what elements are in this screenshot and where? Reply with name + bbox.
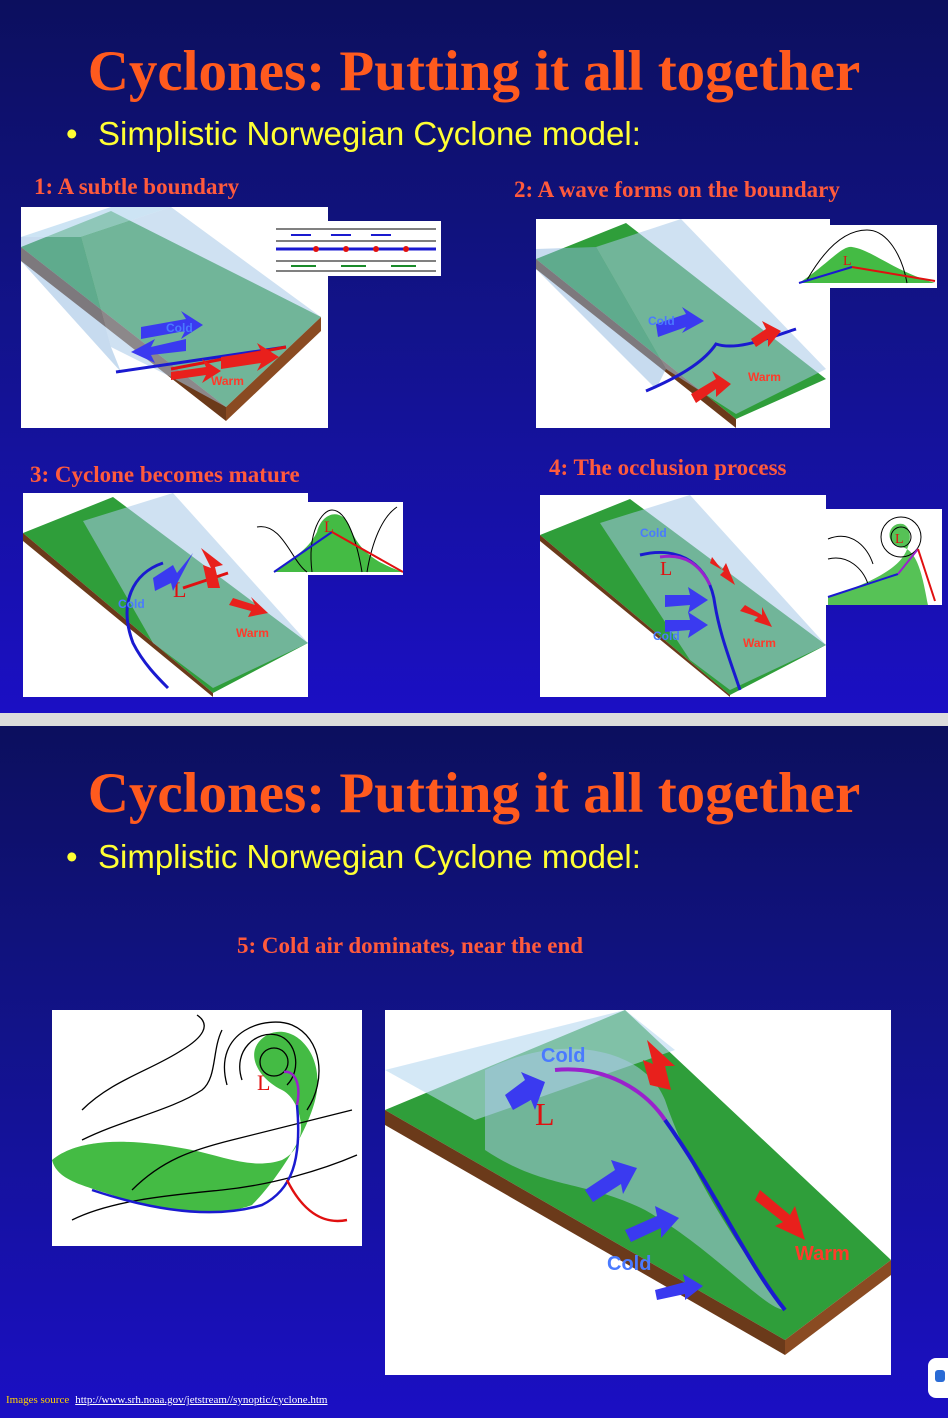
slide-title: Cyclones: Putting it all together <box>87 40 861 103</box>
low-label: L <box>895 532 904 547</box>
warm-label: Warm <box>795 1243 850 1265</box>
cold-label-2: Cold <box>607 1253 651 1275</box>
bullet-text: Simplistic Norwegian Cyclone model: <box>98 115 641 152</box>
stage-4-front-map: L <box>823 509 942 605</box>
bullet-dot-icon: • <box>66 838 78 875</box>
cold-label-2: Cold <box>653 629 680 643</box>
stage-3-label: 3: Cyclone becomes mature <box>30 462 300 487</box>
cold-label: Cold <box>118 597 145 611</box>
image-source: Images source http://www.srh.noaa.gov/jet… <box>6 1394 327 1406</box>
stage-3-front-map: L <box>252 502 403 575</box>
source-link[interactable]: http://www.srh.noaa.gov/jetstream//synop… <box>75 1394 328 1406</box>
stage-2-label: 2: A wave forms on the boundary <box>514 177 840 202</box>
low-label: L <box>843 254 852 269</box>
warm-label: Warm <box>211 374 244 388</box>
stage-5-label: 5: Cold air dominates, near the end <box>237 933 584 958</box>
low-label: L <box>660 558 672 580</box>
cold-label: Cold <box>648 314 675 328</box>
bullet-text: Simplistic Norwegian Cyclone model: <box>98 838 641 875</box>
cold-label: Cold <box>166 321 193 335</box>
stage-1-label: 1: A subtle boundary <box>34 174 240 199</box>
low-label: L <box>324 519 334 536</box>
warm-label: Warm <box>236 626 269 640</box>
bullet-item: • Simplistic Norwegian Cyclone model: <box>66 837 641 877</box>
slide-1: Cyclones: Putting it all together • Simpl… <box>0 0 948 713</box>
stage-1-front-map <box>271 221 441 276</box>
bullet-dot-icon: • <box>66 115 78 152</box>
stage-2-front-map: L <box>797 225 937 288</box>
low-label: L <box>535 1096 555 1132</box>
cold-label-1: Cold <box>541 1045 585 1067</box>
stage-4-label: 4: The occlusion process <box>549 455 787 480</box>
warm-label: Warm <box>748 370 781 384</box>
stage-2-3d-diagram: Cold Warm <box>536 219 830 428</box>
feedback-icon[interactable] <box>928 1358 948 1398</box>
stage-4-3d-diagram: L Cold Cold Warm <box>540 495 826 697</box>
warm-label: Warm <box>743 636 776 650</box>
low-label: L <box>257 1070 270 1095</box>
stage-5-3d-diagram: L Cold Cold Warm <box>385 1010 891 1375</box>
slide-title: Cyclones: Putting it all together <box>87 762 861 825</box>
stage-5-front-map: L <box>52 1010 362 1246</box>
cold-label-1: Cold <box>640 526 667 540</box>
bullet-item: • Simplistic Norwegian Cyclone model: <box>66 114 641 154</box>
source-label: Images source <box>6 1394 70 1406</box>
slide-2: Cyclones: Putting it all together • Simpl… <box>0 726 948 1418</box>
